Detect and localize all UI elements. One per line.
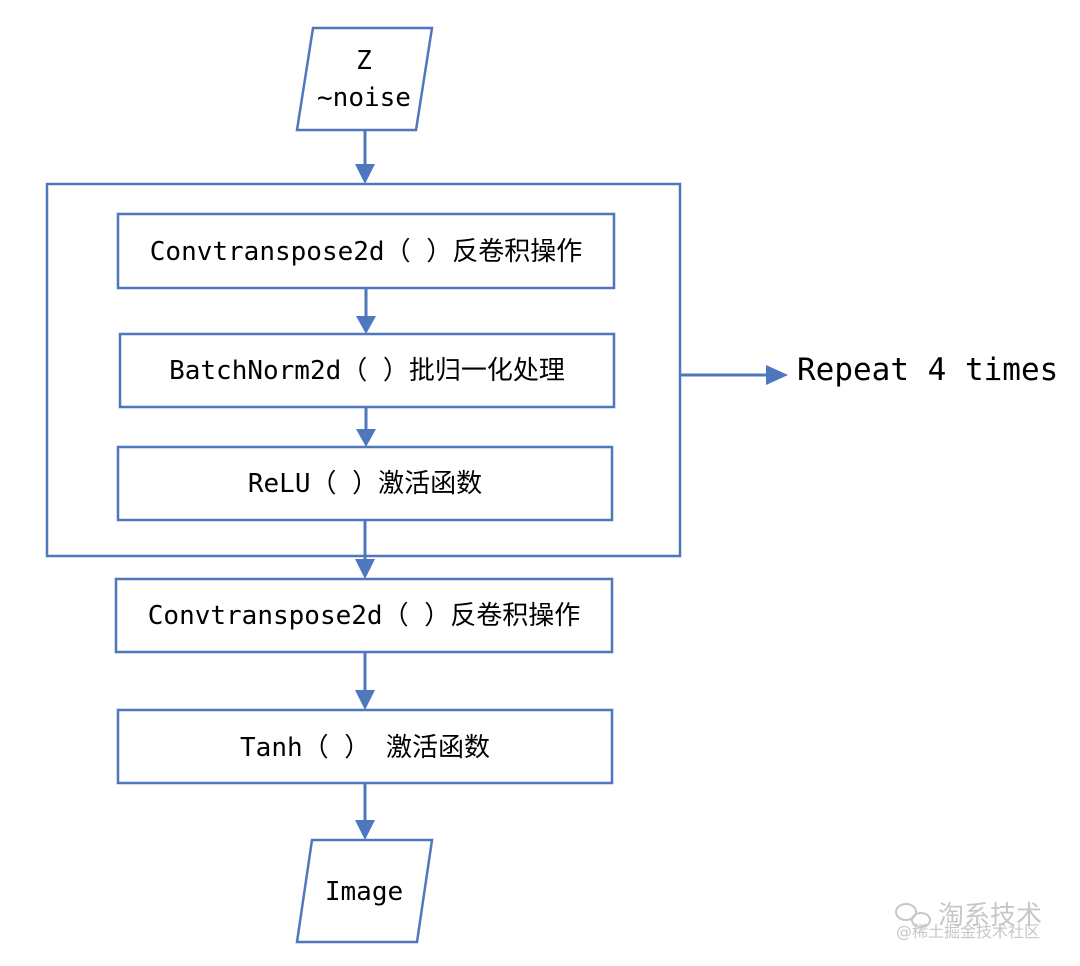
wechat-icon bbox=[895, 903, 931, 928]
tanh-label: Tanh（ ） 激活函数 bbox=[240, 733, 490, 763]
arrow-batchnorm-to-relu bbox=[356, 407, 376, 447]
watermark-title: 淘系技术 bbox=[938, 901, 1042, 931]
batchnorm-label: BatchNorm2d（ ）批归一化处理 bbox=[169, 356, 565, 386]
batchnorm-node: BatchNorm2d（ ）批归一化处理 bbox=[118, 332, 616, 409]
watermark: 淘系技术 @稀土掘金技术社区 bbox=[895, 901, 1042, 941]
arrow-relu-to-final-conv bbox=[355, 520, 375, 579]
input-noise-node: Z ~noise bbox=[295, 26, 434, 132]
watermark-subtitle: @稀土掘金技术社区 bbox=[896, 922, 1040, 941]
input-label-z: Z bbox=[356, 46, 372, 76]
tanh-node: Tanh（ ） 激活函数 bbox=[116, 708, 614, 785]
arrow-conv-to-batchnorm bbox=[356, 288, 376, 334]
arrow-conv-to-tanh bbox=[355, 652, 375, 710]
convtranspose-loop-node: Convtranspose2d（ ）反卷积操作 bbox=[116, 212, 616, 290]
output-label: Image bbox=[325, 877, 403, 907]
repeat-label: Repeat 4 times bbox=[797, 352, 1058, 388]
arrow-tanh-to-image bbox=[355, 783, 375, 840]
relu-label: ReLU（ ）激活函数 bbox=[248, 469, 482, 499]
relu-node: ReLU（ ）激活函数 bbox=[116, 445, 614, 522]
output-parallelogram-shape bbox=[295, 838, 434, 944]
output-image-node: Image bbox=[295, 838, 434, 944]
input-label-noise: ~noise bbox=[317, 83, 411, 113]
arrow-input-to-loop bbox=[355, 130, 375, 184]
convtranspose-final-node: Convtranspose2d（ ）反卷积操作 bbox=[114, 577, 614, 654]
input-parallelogram-shape bbox=[295, 26, 434, 132]
arrow-loop-to-repeat bbox=[680, 365, 788, 385]
convtranspose-final-label: Convtranspose2d（ ）反卷积操作 bbox=[148, 601, 580, 631]
convtranspose-loop-label: Convtranspose2d（ ）反卷积操作 bbox=[150, 237, 582, 267]
